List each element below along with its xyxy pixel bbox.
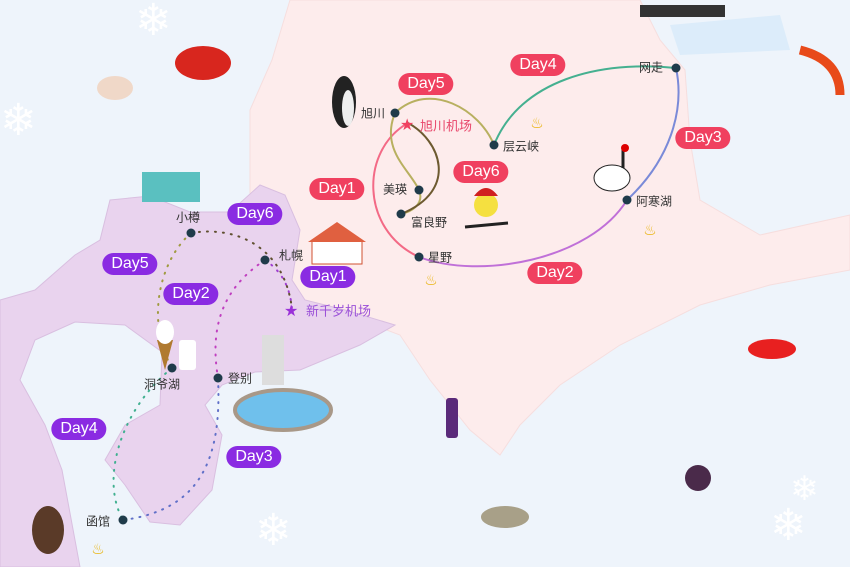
milk-icon xyxy=(179,340,196,370)
svg-text:❄: ❄ xyxy=(770,500,807,551)
place-toyako: 洞爷湖 xyxy=(144,377,181,392)
onsen-icon: ♨ xyxy=(530,114,544,132)
east-day4-badge: Day4 xyxy=(510,54,566,76)
west-day1-badge: Day1 xyxy=(300,266,356,288)
route-day2-west xyxy=(214,259,266,379)
monkey-icon xyxy=(32,506,64,554)
otaru-canal-icon xyxy=(142,172,200,202)
skier-icon xyxy=(464,188,509,229)
west-day3-badge: Day3 xyxy=(226,446,282,468)
svg-text:❄: ❄ xyxy=(255,505,292,556)
onsen-icon: ♨ xyxy=(643,221,657,239)
place-asahikawa-airport: 旭川机场 xyxy=(420,119,473,135)
onsen-pool-icon xyxy=(233,335,333,432)
onsen-icon: ♨ xyxy=(91,540,105,558)
route-day6-west xyxy=(190,230,293,310)
west-hokkaido-land xyxy=(0,184,397,567)
crab-icon xyxy=(175,46,231,80)
penguin-icon xyxy=(332,76,356,128)
place-furano: 富良野 xyxy=(411,215,448,230)
oyster-icon xyxy=(481,506,529,528)
snowflake-icon: ❄❄❄❄❄ xyxy=(0,0,819,556)
sea-urchin-icon xyxy=(685,465,711,491)
fish-icon xyxy=(748,339,796,359)
route-day3-west xyxy=(122,377,220,521)
east-day3-badge: Day3 xyxy=(675,127,731,149)
airport-star-icon: ★ xyxy=(284,301,298,320)
place-otaru: 小樽 xyxy=(176,210,201,225)
west-day5-badge: Day5 xyxy=(102,253,158,275)
route-day1-east xyxy=(372,122,420,258)
route-day3-east xyxy=(626,67,680,201)
place-biei: 美瑛 xyxy=(383,182,408,197)
east-day5-badge: Day5 xyxy=(398,73,454,95)
ice-cream-icon xyxy=(156,320,174,370)
place-asahikawa: 旭川 xyxy=(361,106,386,121)
route-day6-east xyxy=(400,122,440,215)
svg-text:❄: ❄ xyxy=(135,0,172,46)
route-day2-east xyxy=(418,199,628,268)
west-day2-badge: Day2 xyxy=(163,283,219,305)
east-day1-badge: Day1 xyxy=(309,178,365,200)
west-day4-badge: Day4 xyxy=(51,418,107,440)
place-markers xyxy=(118,63,681,525)
west-day6-badge: Day6 xyxy=(227,203,283,225)
place-akanko: 阿寒湖 xyxy=(636,194,673,209)
svg-text:❄: ❄ xyxy=(790,469,819,509)
place-noboribetsu: 登别 xyxy=(228,371,253,386)
crane-icon xyxy=(593,144,631,192)
wine-icon xyxy=(446,398,458,438)
route-day4-east xyxy=(493,65,677,146)
airport-star-icon: ★ xyxy=(400,115,414,134)
place-hoshino: 星野 xyxy=(428,250,453,265)
ship-icon xyxy=(640,5,790,55)
place-sapporo: 札幌 xyxy=(279,248,304,263)
east-day6-badge: Day6 xyxy=(453,161,509,183)
shrimp-icon xyxy=(798,45,845,96)
place-sounkyo: 层云峡 xyxy=(503,139,540,154)
clock-tower-icon xyxy=(308,222,366,265)
place-hakodate: 函馆 xyxy=(86,514,111,529)
place-new-chitose-airport: 新千岁机场 xyxy=(306,304,372,320)
onsen-icon: ♨ xyxy=(424,271,438,289)
place-abashiri: 网走 xyxy=(639,60,664,75)
east-day2-badge: Day2 xyxy=(527,262,583,284)
scallop-icon xyxy=(97,76,133,100)
route-day4-west xyxy=(112,367,173,521)
svg-text:❄: ❄ xyxy=(0,95,37,146)
